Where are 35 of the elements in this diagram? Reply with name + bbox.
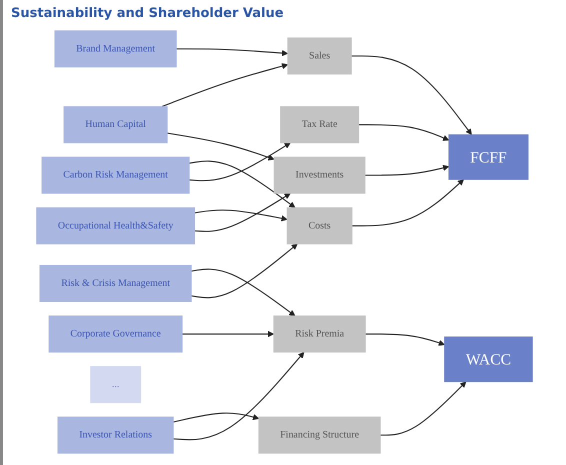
node-box: WACC [444, 336, 533, 382]
node-box: Corporate Governance [48, 316, 183, 353]
node-box: Tax Rate [280, 106, 360, 144]
node-box: Investor Relations [57, 416, 174, 454]
node-box: Carbon Risk Management [42, 156, 190, 194]
arrow [191, 268, 296, 316]
arrow [351, 55, 472, 135]
arrow [176, 48, 288, 56]
node-box: Risk Premia [273, 316, 366, 353]
arrow [194, 193, 291, 232]
node-box: Occupational Health&Safety [36, 207, 196, 244]
arrow [191, 244, 298, 298]
arrow [173, 352, 304, 440]
arrow [189, 160, 296, 208]
arrow [380, 381, 466, 436]
arrow [358, 124, 450, 141]
arrow [173, 412, 260, 423]
arrow [352, 179, 464, 226]
arrow [194, 210, 288, 222]
node-box: FCFF [448, 134, 528, 180]
arrow [167, 132, 274, 160]
arrow [189, 142, 291, 182]
node-box: Financing Structure [258, 416, 381, 454]
node-box: Human Capital [64, 106, 168, 144]
node-box: Sales [287, 37, 352, 74]
arrow [182, 330, 274, 338]
node-box: ... [90, 366, 142, 404]
diagram-title: Sustainability and Shareholder Value [11, 6, 285, 21]
node-box: Costs [286, 207, 352, 244]
arrow [162, 63, 288, 108]
arrow [365, 334, 445, 346]
arrow [365, 164, 450, 176]
node-box: Brand Management [54, 30, 177, 68]
node-box: Risk & Crisis Management [39, 264, 192, 302]
node-box: Investments [274, 156, 366, 194]
